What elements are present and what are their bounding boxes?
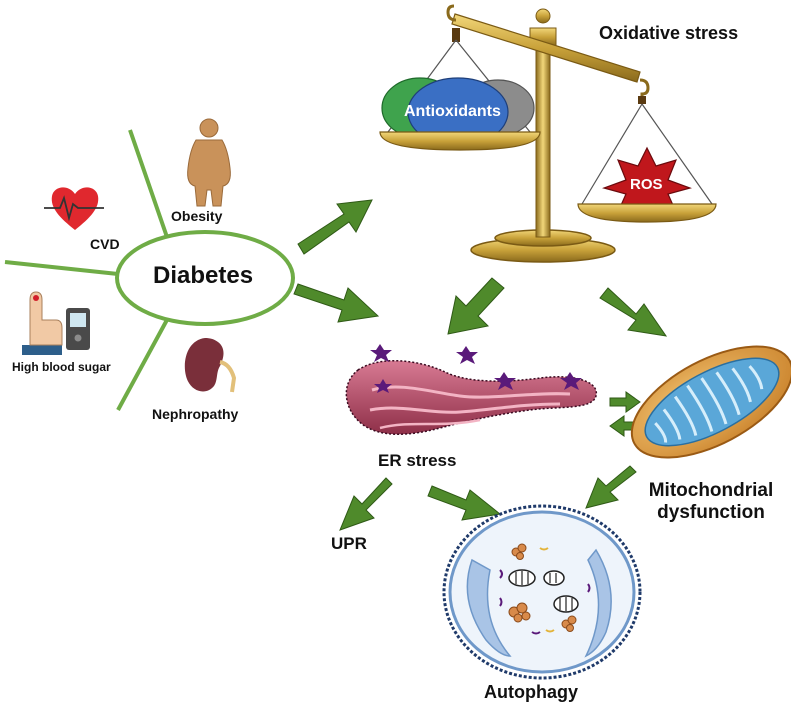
arrow-er-to-autophagy: [427, 485, 502, 521]
arrow-diabetes-to-oxidative: [297, 199, 373, 255]
diabetes-spokes: [4, 129, 170, 411]
left-pan: [379, 131, 541, 151]
oxidative-stress-label: Oxidative stress: [599, 23, 739, 43]
obesity-figure-icon: [187, 118, 231, 207]
autophagosome-icon: [442, 504, 642, 680]
mitochondrion-icon: [630, 345, 791, 459]
er-stress-label: ER stress: [378, 451, 457, 470]
balance-scale-icon: [387, 4, 713, 263]
nephropathy-label: Nephropathy: [152, 406, 239, 422]
ros-label: ROS: [630, 176, 663, 193]
diabetes-label: Diabetes: [153, 262, 254, 289]
obesity-label: Obesity: [171, 208, 223, 224]
autophagy-label: Autophagy: [484, 682, 578, 702]
er-organelle-icon: [345, 344, 597, 435]
diabetes-ellipse: [115, 230, 295, 326]
arrow-er-to-mito: [609, 391, 641, 413]
arrow-scale-to-er: [447, 277, 505, 335]
arrow-er-to-upr: [339, 477, 393, 531]
arrow-mito-to-autophagy: [585, 465, 637, 509]
kidney-icon: [184, 338, 237, 393]
upr-label: UPR: [331, 534, 367, 553]
antioxidants-cluster: [381, 77, 535, 147]
right-pan: [577, 203, 717, 223]
antioxidants-label: Antioxidants: [404, 103, 501, 120]
heart-ecg-icon: [44, 187, 104, 230]
cvd-label: CVD: [90, 236, 120, 252]
arrows: [293, 199, 668, 531]
glucose-meter-icon: [22, 291, 90, 355]
high-blood-sugar-label: High blood sugar: [12, 360, 111, 374]
mitochondrial-label-line2: dysfunction: [657, 501, 765, 523]
arrow-scale-to-mito: [599, 287, 668, 337]
arrow-diabetes-to-er: [293, 283, 380, 323]
mitochondrial-label-line1: Mitochondrial: [648, 480, 774, 501]
mitochondrial-dysfunction-label: Mitochondrial dysfunction: [635, 480, 787, 524]
